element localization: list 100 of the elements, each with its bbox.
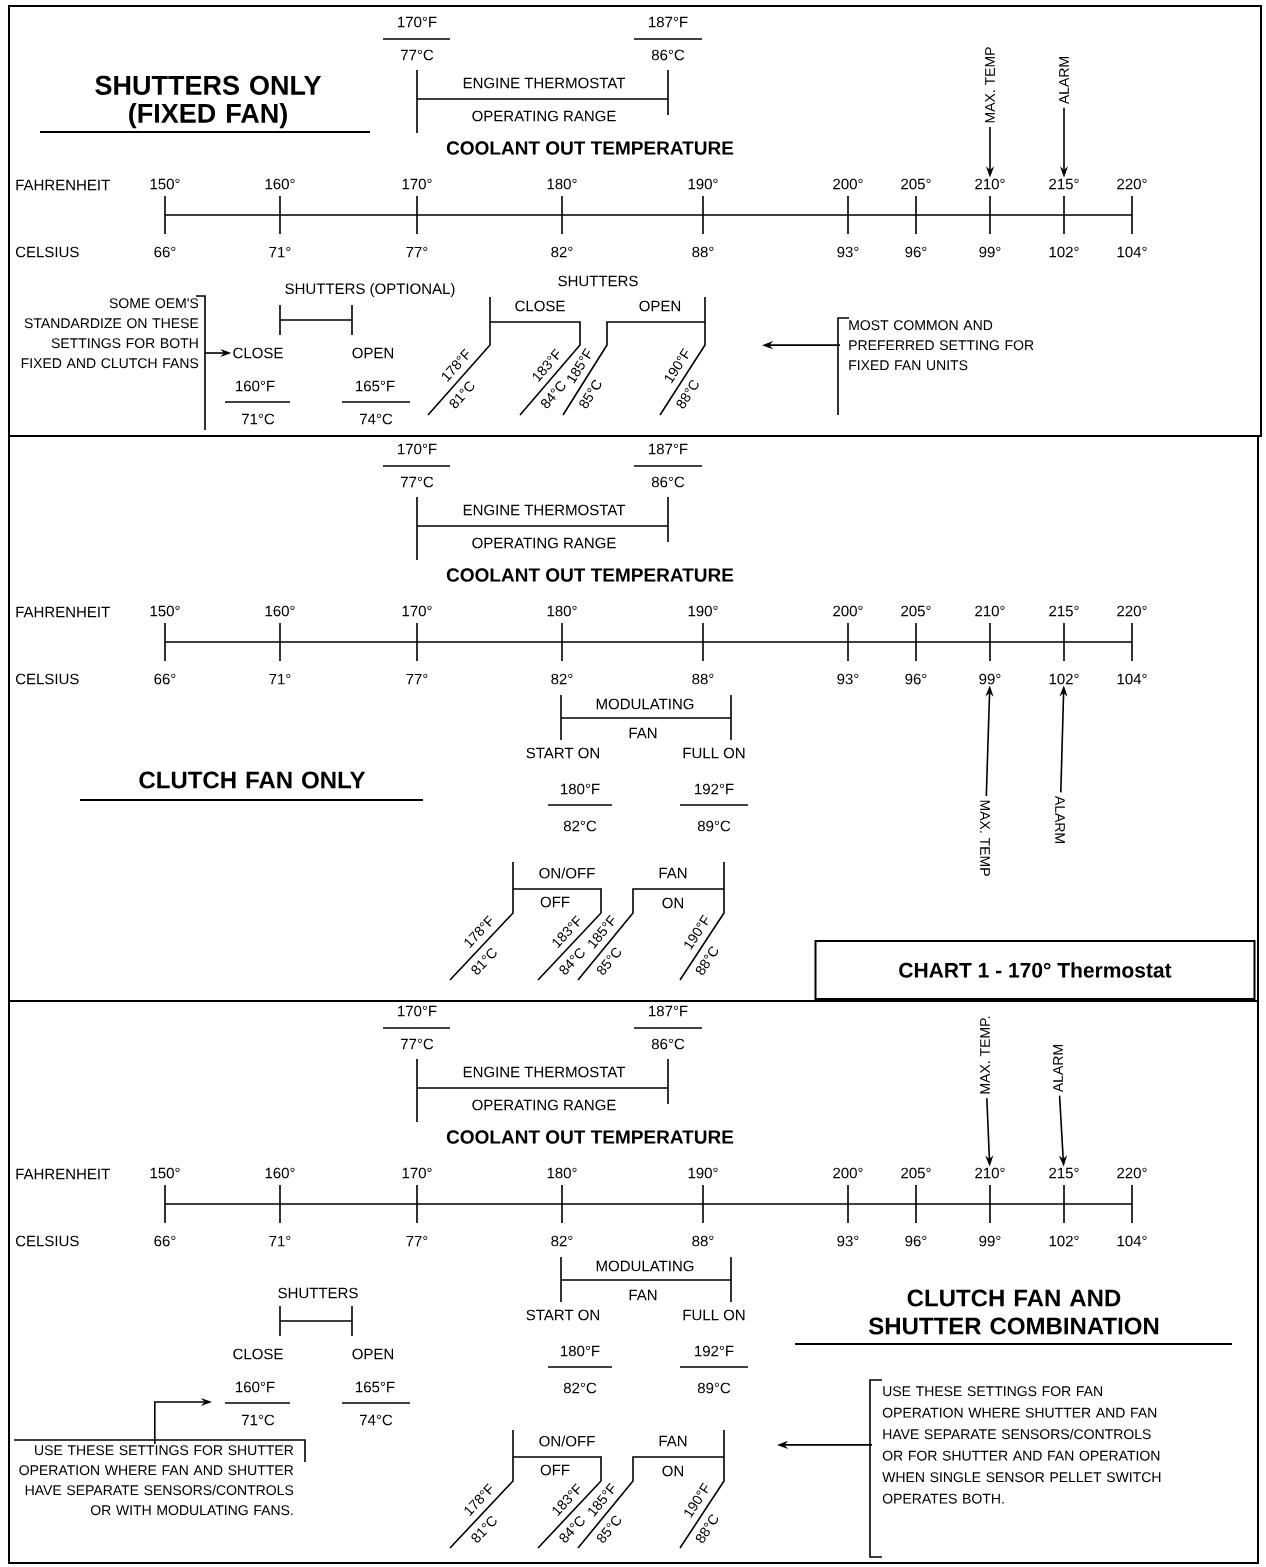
tick-label: 150° [150, 178, 180, 190]
tick-label: 190° [688, 178, 718, 190]
tick-label: 170° [402, 178, 432, 190]
callout-label: MAX. TEMP [985, 47, 995, 123]
temperature-label: 170°F [398, 443, 437, 455]
setting-label: ON [662, 897, 683, 909]
group-label: SHUTTERS (OPTIONAL) [285, 283, 455, 297]
temperature-label: 192°F [695, 1345, 734, 1357]
panel-title: CLUTCH FAN AND SHUTTER COMBINATION [794, 1289, 1233, 1345]
scale-title: COOLANT OUT TEMPERATURE [446, 141, 734, 155]
range-label: OPERATING RANGE [472, 1099, 616, 1111]
temperature-label: 192°F [695, 783, 734, 795]
scale-unit-label: FAHRENHEIT [16, 1168, 110, 1180]
group-label: FAN [629, 1289, 657, 1301]
group-label: SHUTTERS [278, 1287, 358, 1299]
tick-label: 150° [150, 605, 180, 617]
setting-label: CLOSE [233, 1348, 283, 1360]
temperature-label: 187°F [649, 443, 688, 455]
setting-label: OFF [540, 1464, 570, 1476]
tick-label: 102° [1049, 1235, 1079, 1247]
tick-label: 96° [905, 1235, 927, 1247]
temperature-label: 165°F [356, 380, 395, 392]
group-label: MODULATING [596, 1260, 694, 1272]
tick-label: 96° [905, 673, 927, 685]
group-label: ON/OFF [539, 1435, 595, 1447]
range-label: OPERATING RANGE [472, 537, 616, 549]
temperature-label: 74°C [360, 1414, 393, 1426]
tick-label: 200° [833, 178, 863, 190]
tick-label: 88° [692, 246, 714, 258]
tick-label: 82° [551, 1235, 573, 1247]
tick-label: 102° [1049, 246, 1079, 258]
tick-label: 180° [547, 1167, 577, 1179]
callout-label: MAX. TEMP. [980, 1016, 990, 1094]
setting-label: START ON [526, 1309, 599, 1321]
tick-label: 77° [406, 1235, 428, 1247]
group-label: MODULATING [596, 698, 694, 710]
tick-label: 99° [979, 1235, 1001, 1247]
range-label: ENGINE THERMOSTAT [463, 504, 626, 516]
setting-label: OPEN [352, 347, 393, 359]
tick-label: 190° [688, 605, 718, 617]
temperature-label: 187°F [649, 16, 688, 28]
tick-label: 66° [154, 246, 176, 258]
tick-label: 99° [979, 246, 1001, 258]
tick-label: 205° [901, 1167, 931, 1179]
tick-label: 160° [265, 605, 295, 617]
temperature-label: 71°C [242, 413, 275, 425]
temperature-label: 170°F [398, 16, 437, 28]
tick-label: 170° [402, 1167, 432, 1179]
scale-title: COOLANT OUT TEMPERATURE [446, 1130, 734, 1144]
temperature-label: 82°C [563, 1382, 597, 1394]
callout-label: ALARM [1059, 57, 1069, 105]
tick-label: 104° [1117, 246, 1147, 258]
tick-label: 200° [833, 1167, 863, 1179]
temperature-label: 77°C [401, 49, 434, 61]
callout-label: MAX. TEMP [980, 800, 990, 876]
setting-label: CLOSE [515, 300, 565, 312]
temperature-label: 77°C [401, 476, 434, 488]
callout-label: ALARM [1053, 1045, 1063, 1093]
tick-label: 104° [1117, 1235, 1147, 1247]
tick-label: 66° [154, 673, 176, 685]
tick-label: 71° [269, 246, 291, 258]
scale-unit-label: CELSIUS [15, 673, 79, 685]
tick-label: 82° [551, 246, 573, 258]
temperature-label: 170°F [398, 1005, 437, 1017]
tick-label: 180° [547, 605, 577, 617]
tick-label: 220° [1117, 605, 1147, 617]
temperature-label: 89°C [697, 1382, 731, 1394]
temperature-label: 160°F [236, 1381, 275, 1393]
temperature-label: 77°C [401, 1038, 434, 1050]
tick-label: 220° [1117, 178, 1147, 190]
setting-label: FULL ON [683, 1309, 745, 1321]
temperature-label: 82°C [563, 820, 597, 832]
tick-label: 170° [402, 605, 432, 617]
tick-label: 215° [1049, 605, 1079, 617]
temperature-label: 180°F [561, 1345, 600, 1357]
setting-label: OPEN [352, 1348, 393, 1360]
setting-label: CLOSE [233, 347, 283, 359]
range-label: OPERATING RANGE [472, 110, 616, 122]
tick-label: 160° [265, 1167, 295, 1179]
tick-label: 66° [154, 1235, 176, 1247]
tick-label: 210° [975, 605, 1005, 617]
tick-label: 180° [547, 178, 577, 190]
tick-label: 215° [1049, 1167, 1079, 1179]
note: USE THESE SETTINGS FOR FAN OPERATION WHERE SHUTTER AND FAN HAVE SEPARATE SENSORS/CONTROLS OR FOR SHUTTER AND FAN OPERATION WHEN SINGLE SENSOR PELLET SWITCH OPERATES BOTH. [869, 1379, 1161, 1558]
tick-label: 82° [551, 673, 573, 685]
range-label: ENGINE THERMOSTAT [463, 77, 626, 89]
tick-label: 93° [837, 673, 859, 685]
scale-unit-label: FAHRENHEIT [16, 179, 110, 191]
scale-unit-label: CELSIUS [15, 246, 79, 258]
setting-label: OPEN [639, 300, 680, 312]
tick-label: 93° [837, 246, 859, 258]
panel-title: SHUTTERS ONLY (FIXED FAN) [39, 75, 371, 133]
temperature-label: 74°C [360, 413, 393, 425]
tick-label: 205° [901, 178, 931, 190]
tick-label: 88° [692, 673, 714, 685]
setting-label: OFF [540, 896, 570, 908]
tick-label: 71° [269, 1235, 291, 1247]
setting-label: FULL ON [683, 747, 745, 759]
tick-label: 210° [975, 1167, 1005, 1179]
temperature-label: 86°C [651, 476, 685, 488]
